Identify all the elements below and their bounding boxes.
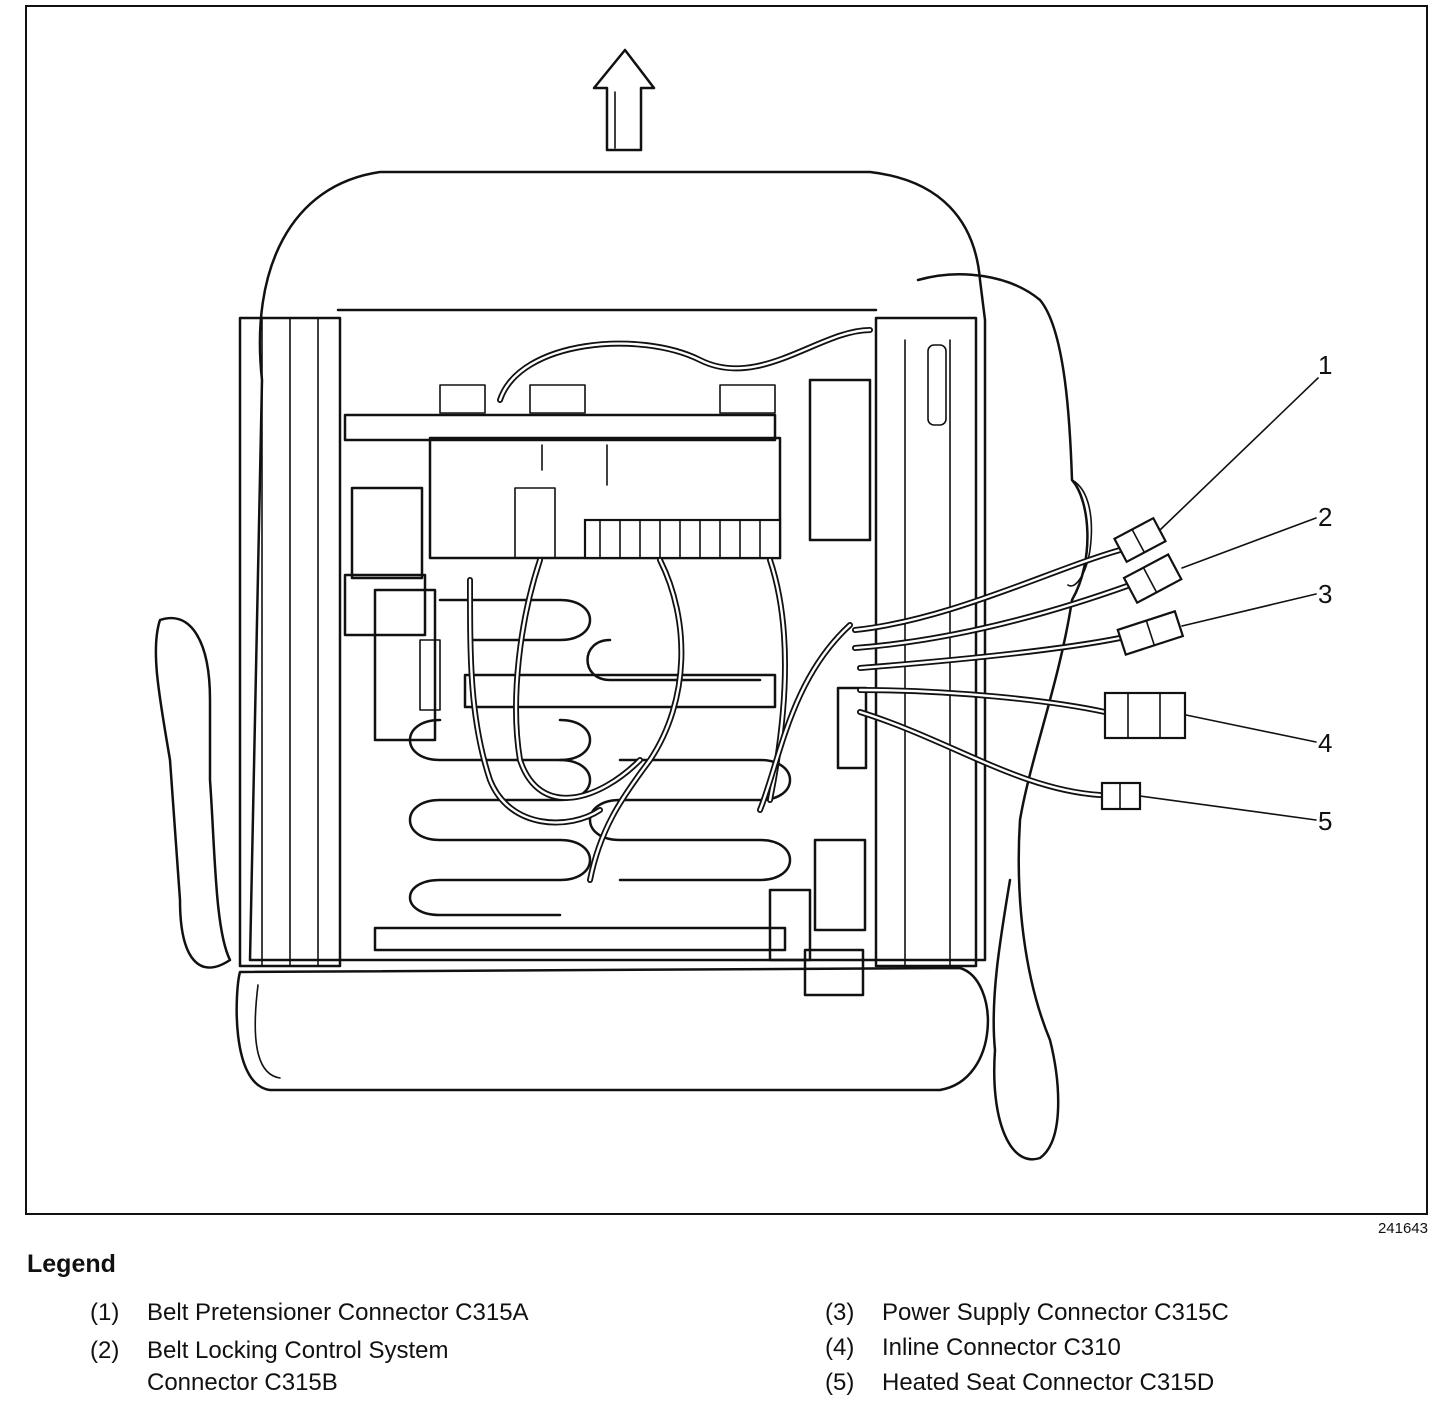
seat-side-trim xyxy=(916,273,1089,1161)
rear-cross-bar xyxy=(343,413,777,442)
callout-3: 3 xyxy=(1318,579,1333,609)
seat-cushion-outline xyxy=(248,170,987,962)
connector-c310 xyxy=(1103,691,1187,740)
legend-text: Inline Connector C310 xyxy=(882,1334,1121,1361)
callout-5: 5 xyxy=(1318,806,1333,836)
forward-arrow-icon xyxy=(592,48,656,152)
legend-number: (3) xyxy=(825,1299,855,1326)
seat-springs xyxy=(408,718,592,917)
leader-line-4 xyxy=(1185,714,1317,743)
callout-2: 2 xyxy=(1318,502,1333,532)
seat-motor xyxy=(350,486,424,580)
leader-line-5 xyxy=(1139,795,1317,821)
connector-c315b xyxy=(1122,553,1183,605)
front-cushion xyxy=(235,966,990,1092)
legend-number: (4) xyxy=(825,1334,855,1361)
diagram-frame xyxy=(25,5,1428,1215)
legend-text: Power Supply Connector C315C xyxy=(882,1299,1229,1326)
legend-text: Connector C315B xyxy=(147,1369,338,1396)
figure-id: 241643 xyxy=(1377,1220,1428,1237)
wire-harness xyxy=(467,327,1133,883)
callout-4: 4 xyxy=(1318,728,1333,758)
legend-text: Belt Locking Control System xyxy=(147,1337,449,1364)
legend-title: Legend xyxy=(27,1250,116,1278)
callout-1: 1 xyxy=(1318,350,1333,380)
connector-c315c xyxy=(1116,609,1185,656)
connector-c315a xyxy=(1112,516,1168,564)
right-frame-rail xyxy=(874,316,978,968)
legend-text: Belt Pretensioner Connector C315A xyxy=(147,1299,529,1326)
legend-text: Heated Seat Connector C315D xyxy=(882,1369,1215,1396)
leader-line-2 xyxy=(1181,517,1317,569)
legend-number: (5) xyxy=(825,1369,855,1396)
legend-number: (2) xyxy=(90,1337,120,1364)
center-cross-bar xyxy=(463,673,777,709)
leader-line-1 xyxy=(1159,377,1319,531)
front-cross-bar xyxy=(373,926,787,952)
leader-line-3 xyxy=(1181,593,1317,627)
seat-wiring-illustration xyxy=(154,48,1319,1161)
legend-number: (1) xyxy=(90,1299,120,1326)
recliner-handle xyxy=(154,617,232,969)
connector-c315d xyxy=(1100,781,1142,811)
